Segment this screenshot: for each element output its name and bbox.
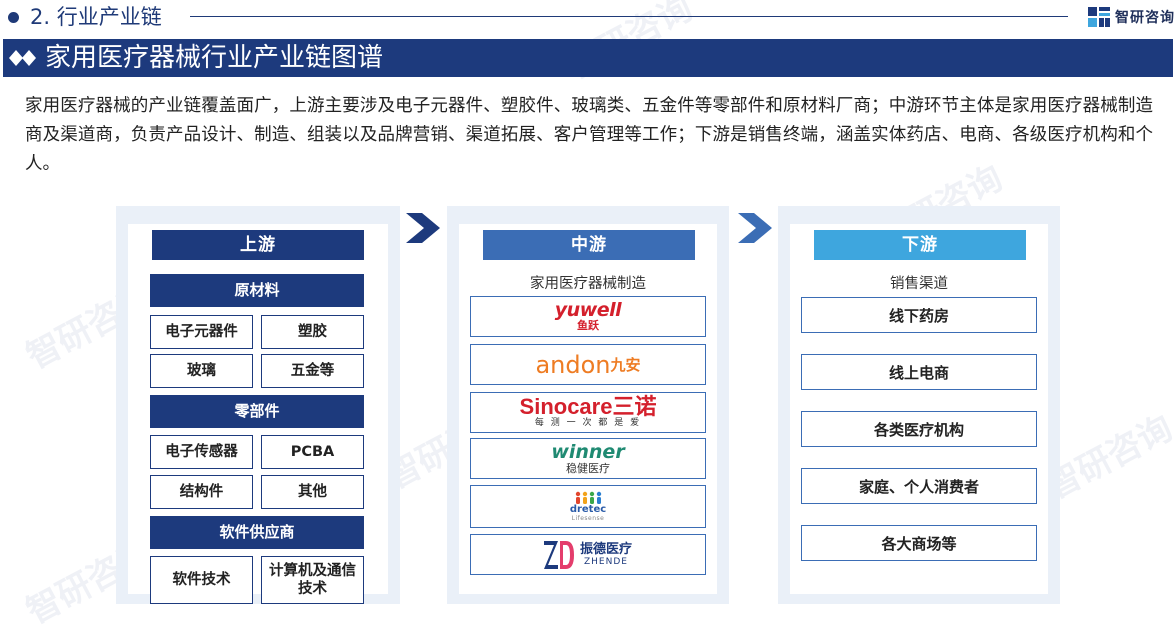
sinocare-logo: Sinocare三诺 每 测 一 次 都 是 爱 xyxy=(470,392,706,433)
zhiyan-logo-icon xyxy=(1088,7,1110,27)
dretec-logo: dretec Lifesense xyxy=(470,485,706,528)
chevron-right-icon xyxy=(738,213,772,243)
intro-paragraph: 家用医疗器械的产业链覆盖面广，上游主要涉及电子元器件、塑胶件、玻璃类、五金件等零… xyxy=(25,96,1153,174)
page-title: 家用医疗器械行业产业链图谱 xyxy=(45,43,384,73)
upstream-panel-body: 上游 原材料 电子元器件 塑胶 玻璃 五金等 零部件 电子传感器 PCBA 结构… xyxy=(128,224,388,604)
section-header: 2. 行业产业链 智研咨询 xyxy=(0,0,1176,36)
upstream-title: 上游 xyxy=(152,230,364,260)
dretec-logo-sub: Lifesense xyxy=(571,515,605,522)
brand-name: 智研咨询 xyxy=(1115,10,1175,26)
channel-item: 各类医疗机构 xyxy=(801,411,1037,447)
bullet-icon xyxy=(8,12,19,23)
upstream-item: 电子传感器 xyxy=(150,435,253,469)
winner-logo-text: winner xyxy=(551,440,625,463)
zhende-logo: 振德医疗 ZHENDE xyxy=(470,534,706,575)
midstream-title: 中游 xyxy=(483,230,695,260)
double-diamond-icon xyxy=(9,50,36,66)
sinocare-slogan: 每 测 一 次 都 是 爱 xyxy=(534,418,642,428)
andon-logo-sub: 九安 xyxy=(610,356,641,374)
yuwell-logo: yuwell 鱼跃 xyxy=(470,296,706,337)
channel-item: 线下药房 xyxy=(801,297,1037,333)
upstream-item: PCBA xyxy=(261,435,364,469)
upstream-item: 结构件 xyxy=(150,475,253,509)
midstream-panel-body: 中游 家用医疗器械制造 yuwell 鱼跃 andon 九安 Sinocare三… xyxy=(459,224,717,594)
title-banner: 家用医疗器械行业产业链图谱 xyxy=(3,39,1173,77)
sinocare-logo-text: Sinocare三诺 xyxy=(519,394,657,419)
channel-item: 线上电商 xyxy=(801,354,1037,390)
channel-item: 各大商场等 xyxy=(801,525,1037,561)
winner-logo: winner 稳健医疗 xyxy=(470,438,706,479)
dretec-logo-text: dretec xyxy=(569,504,607,515)
upstream-group-title: 零部件 xyxy=(150,395,364,428)
zhende-logo-text: 振德医疗 xyxy=(579,542,632,557)
upstream-item: 其他 xyxy=(261,475,364,509)
zd-mark-icon xyxy=(543,540,574,569)
upstream-group-title: 原材料 xyxy=(150,274,364,307)
upstream-panel: 上游 原材料 电子元器件 塑胶 玻璃 五金等 零部件 电子传感器 PCBA 结构… xyxy=(116,206,400,604)
section-title: 2. 行业产业链 xyxy=(30,5,162,29)
downstream-panel-body: 下游 销售渠道 线下药房 线上电商 各类医疗机构 家庭、个人消费者 各大商场等 xyxy=(790,224,1048,594)
andon-logo-text: andon xyxy=(535,350,611,379)
upstream-item: 五金等 xyxy=(261,354,364,388)
section-divider xyxy=(190,16,1068,17)
brand: 智研咨询 xyxy=(1088,6,1175,28)
winner-logo-sub: 稳健医疗 xyxy=(566,461,610,475)
upstream-item: 塑胶 xyxy=(261,315,364,349)
midstream-panel: 中游 家用医疗器械制造 yuwell 鱼跃 andon 九安 Sinocare三… xyxy=(447,206,729,604)
yuwell-logo-text: yuwell xyxy=(554,299,622,321)
yuwell-logo-sub: 鱼跃 xyxy=(577,319,599,332)
andon-logo: andon 九安 xyxy=(470,344,706,385)
chevron-right-icon xyxy=(406,213,440,243)
upstream-item: 电子元器件 xyxy=(150,315,253,349)
channel-item: 家庭、个人消费者 xyxy=(801,468,1037,504)
upstream-group-title: 软件供应商 xyxy=(150,516,364,549)
downstream-subtitle: 销售渠道 xyxy=(890,276,948,292)
upstream-item: 玻璃 xyxy=(150,354,253,388)
upstream-item: 计算机及通信技术 xyxy=(261,556,364,604)
zhende-logo-sub: ZHENDE xyxy=(584,557,628,567)
downstream-panel: 下游 销售渠道 线下药房 线上电商 各类医疗机构 家庭、个人消费者 各大商场等 xyxy=(778,206,1060,604)
upstream-item: 软件技术 xyxy=(150,556,253,604)
midstream-subtitle: 家用医疗器械制造 xyxy=(530,276,646,292)
people-icon xyxy=(575,491,602,504)
downstream-title: 下游 xyxy=(814,230,1026,260)
zhende-logo-words: 振德医疗 ZHENDE xyxy=(580,542,632,567)
